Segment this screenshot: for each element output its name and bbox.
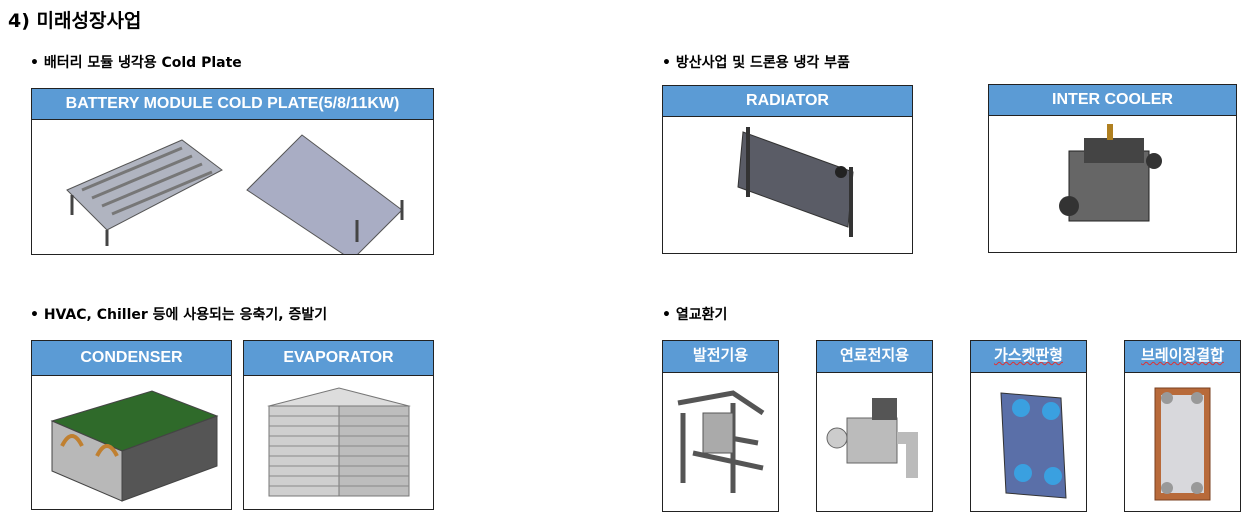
gasket-plate-label: 가스켓판형 bbox=[993, 347, 1063, 364]
page-title: 4) 미래성장사업 bbox=[8, 10, 142, 32]
hvac-bullet: • HVAC, Chiller 등에 사용되는 응축기, 증발기 bbox=[30, 307, 328, 323]
cold-plate-bullet: • 배터리 모듈 냉각용 Cold Plate bbox=[30, 55, 242, 71]
generator-header: 발전기용 bbox=[663, 341, 778, 373]
cold-plate-header: BATTERY MODULE COLD PLATE(5/8/11KW) bbox=[32, 89, 433, 120]
gasket-plate-image bbox=[1000, 392, 1067, 499]
generator-image bbox=[677, 390, 765, 493]
condenser-image bbox=[50, 390, 219, 502]
inter-cooler-image bbox=[1059, 124, 1162, 222]
evaporator-image bbox=[267, 387, 411, 497]
cold-plate-card: BATTERY MODULE COLD PLATE(5/8/11KW) bbox=[31, 88, 434, 255]
condenser-card: CONDENSER bbox=[31, 340, 232, 510]
defense-bullet: • 방산사업 및 드론용 냉각 부품 bbox=[662, 52, 850, 72]
inter-cooler-card: INTER COOLER bbox=[988, 84, 1237, 253]
brazed-plate-header: 브레이징결합 bbox=[1125, 341, 1240, 373]
gasket-plate-header: 가스켓판형 bbox=[971, 341, 1086, 373]
inter-cooler-header: INTER COOLER bbox=[989, 85, 1236, 116]
fuel-cell-header: 연료전지용 bbox=[817, 341, 932, 373]
brazed-plate-card: 브레이징결합 bbox=[1124, 340, 1241, 512]
radiator-card: RADIATOR bbox=[662, 85, 913, 254]
brazed-plate-image bbox=[1154, 387, 1211, 501]
fuel-cell-image bbox=[826, 398, 918, 478]
gasket-plate-card: 가스켓판형 bbox=[970, 340, 1087, 512]
radiator-image bbox=[737, 127, 854, 237]
evaporator-card: EVAPORATOR bbox=[243, 340, 434, 510]
defense-bullet-text: • 방산사업 및 드론용 냉각 부품 bbox=[662, 55, 850, 71]
cold-plate-image bbox=[66, 134, 404, 254]
fuel-cell-card: 연료전지용 bbox=[816, 340, 933, 512]
evaporator-header: EVAPORATOR bbox=[244, 341, 433, 376]
heat-exchanger-bullet: • 열교환기 bbox=[662, 307, 728, 323]
generator-card: 발전기용 bbox=[662, 340, 779, 512]
condenser-header: CONDENSER bbox=[32, 341, 231, 376]
brazed-plate-label: 브레이징결합 bbox=[1141, 347, 1224, 364]
radiator-header: RADIATOR bbox=[663, 86, 912, 117]
